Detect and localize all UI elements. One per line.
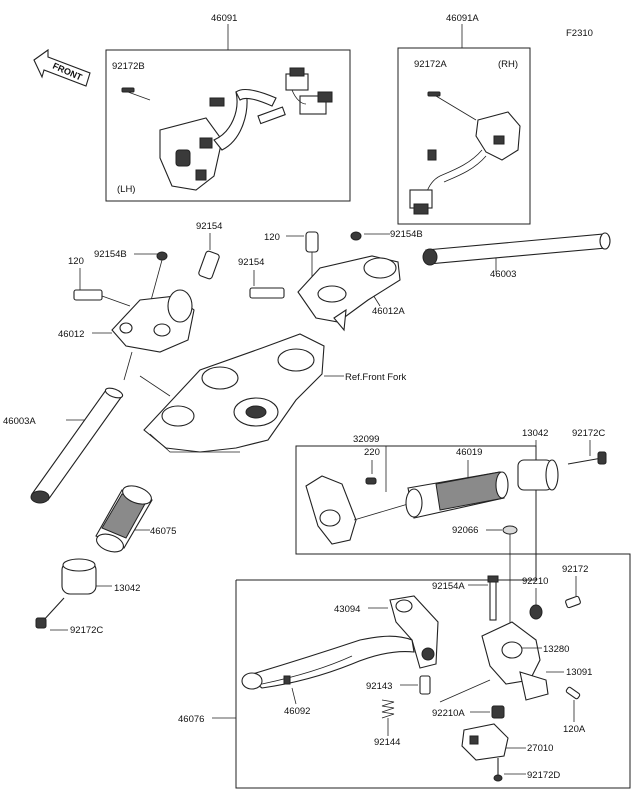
lh-switch-box	[105, 49, 351, 202]
diagram-code: F2310	[566, 28, 593, 39]
label-27010: 27010	[527, 743, 553, 754]
reference-label: Ref.Front Fork	[345, 372, 406, 383]
right-handlebar-tube	[422, 232, 611, 266]
label-92154-right: 92154	[238, 257, 264, 268]
rh-handlebar-switch	[409, 91, 521, 215]
label-92172C-right: 92172C	[572, 428, 605, 439]
label-46076: 46076	[178, 714, 204, 725]
label-92154: 92154	[196, 221, 222, 232]
label-120-left: 120	[68, 256, 84, 267]
label-92210A: 92210A	[432, 708, 465, 719]
steering-stem-top-bridge	[143, 333, 325, 453]
spring-92144	[381, 699, 395, 719]
bolt-92172C-left	[35, 597, 65, 629]
label-43094: 43094	[334, 604, 360, 615]
label-46075: 46075	[150, 526, 176, 537]
label-92143: 92143	[366, 681, 392, 692]
bolt-92172C-right	[567, 451, 607, 465]
label-92066: 92066	[452, 525, 478, 536]
bolt-92154A	[487, 575, 499, 621]
label-120-right: 120	[264, 232, 280, 243]
nut-92210A	[439, 679, 505, 719]
label-13042-left: 13042	[114, 583, 140, 594]
bolt-120A	[565, 686, 581, 700]
bar-end-weight-right	[517, 459, 559, 491]
front-arrow-icon: FRONT	[33, 48, 91, 87]
screw-92172D	[493, 758, 503, 782]
label-92172B: 92172B	[112, 61, 145, 72]
label-92144: 92144	[374, 737, 400, 748]
throttle-grip	[353, 471, 509, 521]
label-46012A: 46012A	[372, 306, 405, 317]
left-bar-holder	[73, 250, 220, 353]
label-46091: 46091	[211, 13, 237, 24]
throttle-housing	[305, 475, 377, 545]
label-92210: 92210	[522, 576, 548, 587]
label-13280: 13280	[543, 644, 569, 655]
throttle-grip-box	[295, 445, 537, 555]
label-13091: 13091	[566, 667, 592, 678]
washer-92210	[529, 604, 543, 620]
label-46012: 46012	[58, 329, 84, 340]
label-92154A: 92154A	[432, 581, 465, 592]
clutch-master-bracket	[389, 595, 439, 669]
left-handlebar-grip	[95, 485, 153, 553]
label-92172: 92172	[562, 564, 588, 575]
label-92154B-right: 92154B	[390, 229, 423, 240]
clutch-lever-holder	[481, 621, 549, 701]
label-46092: 46092	[284, 706, 310, 717]
right-bar-holder	[249, 231, 401, 332]
left-handlebar-tube	[30, 387, 124, 504]
rh-side-label: (RH)	[498, 59, 518, 70]
label-120A: 120A	[563, 724, 586, 735]
label-32099: 32099	[353, 434, 379, 445]
label-46003A: 46003A	[3, 416, 36, 427]
label-46019: 46019	[456, 447, 482, 458]
label-92154B-left: 92154B	[94, 249, 127, 260]
rh-switch-box	[397, 47, 531, 225]
label-46091A: 46091A	[446, 13, 479, 24]
clutch-lever	[241, 635, 415, 690]
collar-92143	[419, 675, 431, 695]
label-46003: 46003	[490, 269, 516, 280]
label-13042-right: 13042	[522, 428, 548, 439]
cap-92066	[502, 525, 518, 636]
label-92172A: 92172A	[414, 59, 447, 70]
bar-end-weight-left	[61, 558, 97, 595]
label-92172D: 92172D	[527, 770, 560, 781]
switch-27010	[461, 723, 509, 761]
clutch-lever-box	[235, 553, 631, 789]
label-92172C-left: 92172C	[70, 625, 103, 636]
bolt-92172	[565, 595, 581, 609]
lh-handlebar-switch	[121, 67, 333, 191]
label-220: 220	[364, 447, 380, 458]
lh-side-label: (LH)	[117, 184, 135, 195]
